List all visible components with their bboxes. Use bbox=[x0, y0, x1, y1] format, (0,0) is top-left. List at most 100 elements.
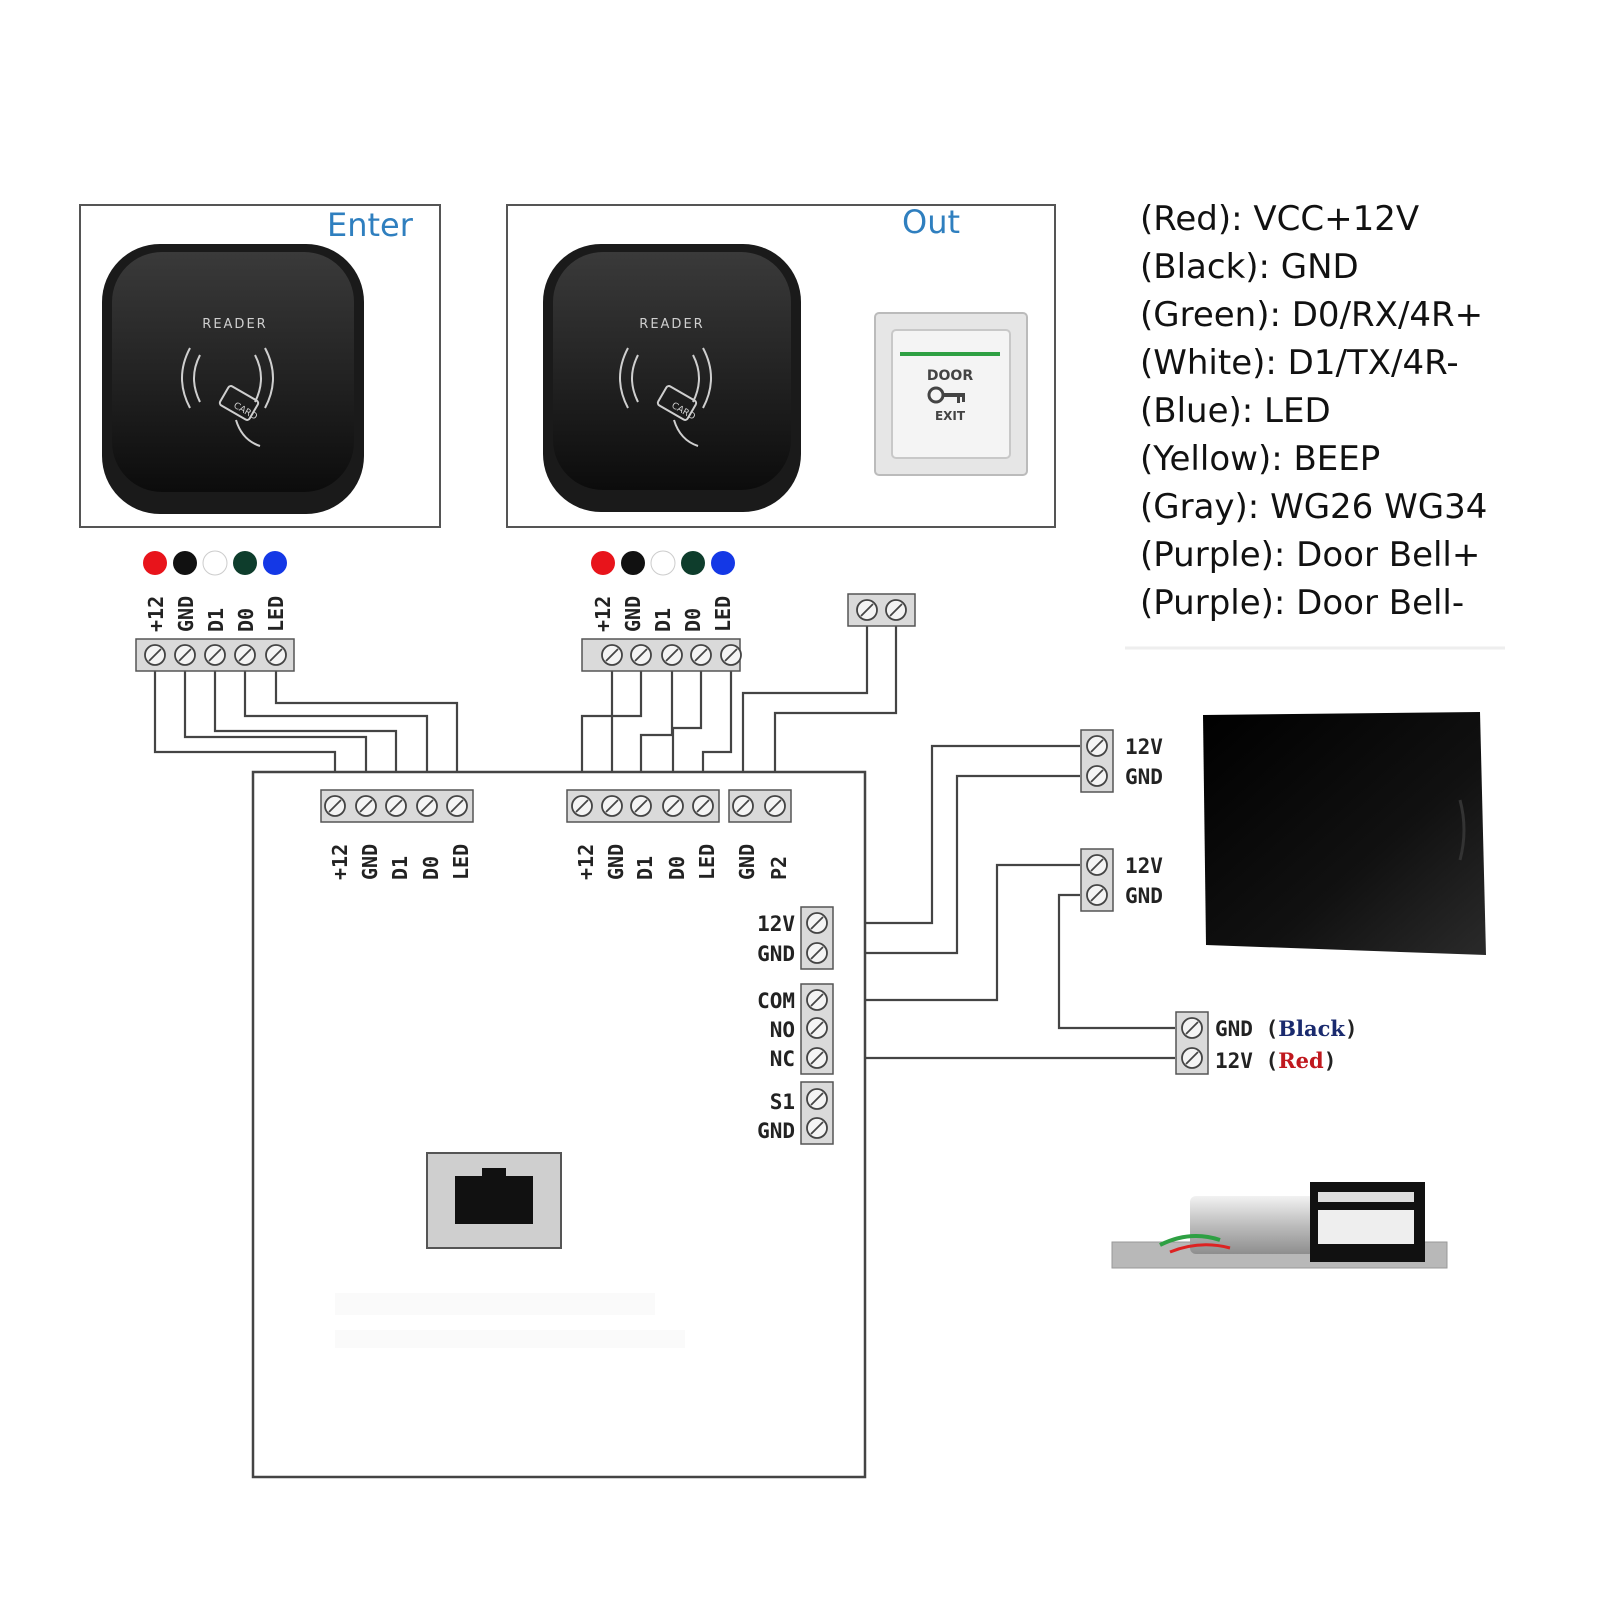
terminal-screw bbox=[690, 644, 712, 666]
terminal-screw bbox=[355, 795, 377, 817]
lock-gnd-label: GND (Black) bbox=[1215, 1016, 1358, 1041]
ctrl-left-gnd: GND bbox=[358, 844, 382, 880]
wire-color-dot bbox=[173, 551, 197, 575]
wire-color-dot bbox=[711, 551, 735, 575]
terminal-screw bbox=[885, 599, 907, 621]
terminal-screw bbox=[1181, 1047, 1203, 1069]
enter-reader-label: READER bbox=[202, 317, 267, 332]
enter-terminal-labels: +12 GND D1 D0 LED bbox=[144, 596, 288, 632]
wire-color-legend: (Red): VCC+12V (Black): GND (Green): D0/… bbox=[1140, 195, 1487, 627]
terminal-screw bbox=[234, 644, 256, 666]
ctrl-relay-no: NO bbox=[770, 1018, 795, 1042]
psu-block2-terminal-block bbox=[1080, 848, 1114, 912]
terminal-screw bbox=[204, 644, 226, 666]
controller-top-left-labels: +12 GND D1 D0 LED bbox=[328, 844, 473, 880]
legend-item: (Blue): LED bbox=[1140, 391, 1331, 431]
enter-title: Enter bbox=[327, 206, 414, 244]
ctrl-mid-led: LED bbox=[695, 844, 719, 880]
terminal-screw bbox=[324, 795, 346, 817]
legend-item: (White): D1/TX/4R- bbox=[1140, 343, 1459, 383]
ctrl-sensor-s1: S1 bbox=[770, 1090, 795, 1114]
controller-board bbox=[251, 770, 867, 1479]
exit-label: EXIT bbox=[935, 409, 966, 423]
terminal-screw bbox=[265, 644, 287, 666]
psu-block1-terminal-block bbox=[1080, 729, 1114, 793]
wire-color-dot bbox=[681, 551, 705, 575]
out-terminal-labels: +12 GND D1 D0 LED bbox=[591, 596, 735, 632]
enter-wire-color-dots bbox=[143, 550, 287, 576]
terminal-screw bbox=[416, 795, 438, 817]
terminal-blocks bbox=[135, 593, 1209, 1145]
out-label-gnd: GND bbox=[621, 596, 645, 632]
wire-color-dot bbox=[621, 551, 645, 575]
enter-rfid-icon bbox=[181, 347, 274, 447]
out-card-reader: READER CARD bbox=[543, 244, 801, 512]
controller-top-mid-labels: +12 GND D1 D0 LED bbox=[574, 844, 719, 880]
ctrl-power-12v: 12V bbox=[757, 912, 795, 936]
terminal-screw bbox=[1086, 884, 1108, 906]
wires bbox=[153, 626, 1175, 1060]
out-label-d0: D0 bbox=[681, 608, 705, 632]
door-exit-button: DOOR EXIT bbox=[874, 312, 1028, 476]
out-panel: Out READER CARD DOOR EXIT bbox=[506, 203, 1056, 528]
terminal-screw bbox=[806, 942, 828, 964]
out-reader-terminal-block bbox=[581, 638, 742, 672]
ctrl-left-d0: D0 bbox=[419, 856, 443, 880]
terminal-screw bbox=[856, 599, 878, 621]
legend-item: (Yellow): BEEP bbox=[1140, 439, 1381, 479]
ctrl-mid-gnd: GND bbox=[604, 844, 628, 880]
terminal-screw bbox=[662, 795, 684, 817]
terminal-screw bbox=[720, 644, 742, 666]
enter-label-plus12: +12 bbox=[144, 596, 168, 632]
out-label-led: LED bbox=[711, 596, 735, 632]
rj45-port bbox=[426, 1152, 562, 1249]
ctrl-power-terminal-block bbox=[800, 906, 834, 970]
terminal-screw bbox=[692, 795, 714, 817]
ctrl-mid-d0: D0 bbox=[665, 856, 689, 880]
enter-card-reader: READER CARD bbox=[102, 244, 364, 514]
enter-label-gnd: GND bbox=[174, 596, 198, 632]
ctrl-left-d1: D1 bbox=[388, 856, 412, 880]
enter-label-d1: D1 bbox=[204, 608, 228, 632]
electric-bolt-lock bbox=[1111, 1182, 1448, 1269]
ctrl-mid-plus12: +12 bbox=[574, 844, 598, 880]
terminal-screw bbox=[446, 795, 468, 817]
terminal-screw bbox=[806, 1017, 828, 1039]
legend-item: (Purple): Door Bell- bbox=[1140, 583, 1465, 623]
ctrl-left-plus12: +12 bbox=[328, 844, 352, 880]
legend-item: (Red): VCC+12V bbox=[1140, 199, 1420, 239]
terminal-screw bbox=[1086, 854, 1108, 876]
wire-color-dot bbox=[263, 551, 287, 575]
terminal-screw bbox=[806, 1088, 828, 1110]
terminal-screw bbox=[732, 795, 754, 817]
lock-terminal-block bbox=[1175, 1011, 1209, 1075]
legend-item: (Gray): WG26 WG34 bbox=[1140, 487, 1488, 527]
exit-button-terminal-block bbox=[847, 593, 916, 627]
ctrl-top-right-terminal-block bbox=[728, 789, 792, 823]
terminal-screw bbox=[806, 1047, 828, 1069]
legend-item: (Purple): Door Bell+ bbox=[1140, 535, 1481, 575]
out-label-d1: D1 bbox=[651, 608, 675, 632]
enter-panel: Enter READER CARD bbox=[79, 204, 441, 528]
terminal-screw bbox=[806, 1117, 828, 1139]
terminal-screw bbox=[661, 644, 683, 666]
terminal-screw bbox=[385, 795, 407, 817]
terminal-screw bbox=[630, 644, 652, 666]
legend-item: (Green): D0/RX/4R+ bbox=[1140, 295, 1484, 335]
out-wire-color-dots bbox=[591, 550, 735, 576]
out-reader-label: READER bbox=[639, 317, 704, 332]
door-label: DOOR bbox=[927, 368, 973, 384]
terminal-screw bbox=[806, 912, 828, 934]
ctrl-power-gnd: GND bbox=[757, 942, 795, 966]
out-rfid-icon bbox=[619, 347, 712, 447]
lock-12v-label: 12V (Red) bbox=[1215, 1048, 1336, 1073]
psu-block1-gnd: GND bbox=[1125, 765, 1163, 789]
ctrl-relay-com: COM bbox=[757, 989, 795, 1013]
ctrl-top-left-terminal-block bbox=[320, 789, 474, 823]
key-icon bbox=[927, 386, 965, 404]
terminal-screw bbox=[806, 989, 828, 1011]
enter-reader-terminal-block bbox=[135, 638, 295, 672]
wire-color-dot bbox=[202, 550, 228, 576]
controller-side-labels: 12V GND COM NO NC S1 GND bbox=[757, 912, 795, 1143]
